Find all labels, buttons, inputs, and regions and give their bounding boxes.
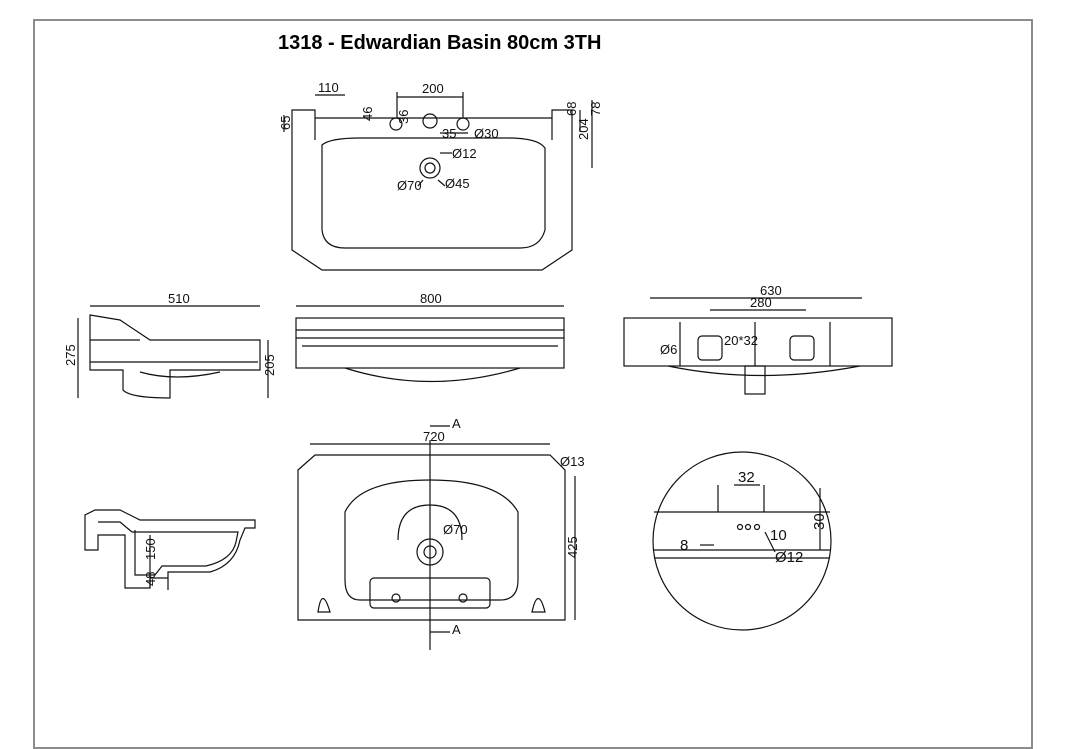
plan-view <box>297 425 576 650</box>
dim-65: 65 <box>278 116 293 130</box>
dim-10: 10 <box>770 527 787 544</box>
dim-o12-detail: Ø12 <box>775 549 803 566</box>
top-view-outline <box>291 109 573 271</box>
dim-o6: Ø6 <box>660 342 677 357</box>
dim-35: 35 <box>442 126 456 141</box>
dim-150: 150 <box>143 538 158 560</box>
dim-46: 46 <box>360 107 375 121</box>
dim-32: 32 <box>738 469 755 486</box>
tap-hole-left <box>389 117 403 131</box>
top-view <box>283 92 593 271</box>
section-view <box>84 509 256 590</box>
dim-o30: Ø30 <box>474 126 499 141</box>
dim-48: 48 <box>143 572 158 586</box>
dim-510: 510 <box>168 291 190 306</box>
dim-o13: Ø13 <box>560 454 585 469</box>
dim-205: 205 <box>262 354 277 376</box>
dim-o45: Ø45 <box>445 176 470 191</box>
dim-30: 30 <box>811 513 828 530</box>
overflow-hole <box>419 157 441 179</box>
detail-view <box>652 451 832 631</box>
dim-280: 280 <box>750 295 772 310</box>
dim-720: 720 <box>423 429 445 444</box>
section-a-top: A <box>452 416 461 431</box>
top-view-bowl <box>321 137 546 249</box>
side-view <box>77 305 269 399</box>
dim-630: 630 <box>760 283 782 298</box>
dim-o70-top: Ø70 <box>397 178 422 193</box>
dim-8: 8 <box>680 537 688 554</box>
dim-36: 36 <box>396 110 411 124</box>
rear-view <box>623 297 893 395</box>
dim-78: 78 <box>588 102 603 116</box>
tap-hole-right <box>456 117 470 131</box>
dim-o12-top: Ø12 <box>452 146 477 161</box>
dim-800: 800 <box>420 291 442 306</box>
section-a-bottom: A <box>452 622 461 637</box>
dim-68: 68 <box>564 102 579 116</box>
dim-20x32: 20*32 <box>724 333 758 348</box>
dim-275: 275 <box>63 344 78 366</box>
tap-hole-center <box>422 113 438 129</box>
front-view <box>295 305 565 383</box>
dim-o70-plan: Ø70 <box>443 522 468 537</box>
drawing-title: 1318 - Edwardian Basin 80cm 3TH <box>278 32 602 54</box>
dim-204: 204 <box>576 118 591 140</box>
dim-110: 110 <box>318 80 339 95</box>
dim-425: 425 <box>565 536 580 558</box>
dim-200: 200 <box>422 81 444 96</box>
